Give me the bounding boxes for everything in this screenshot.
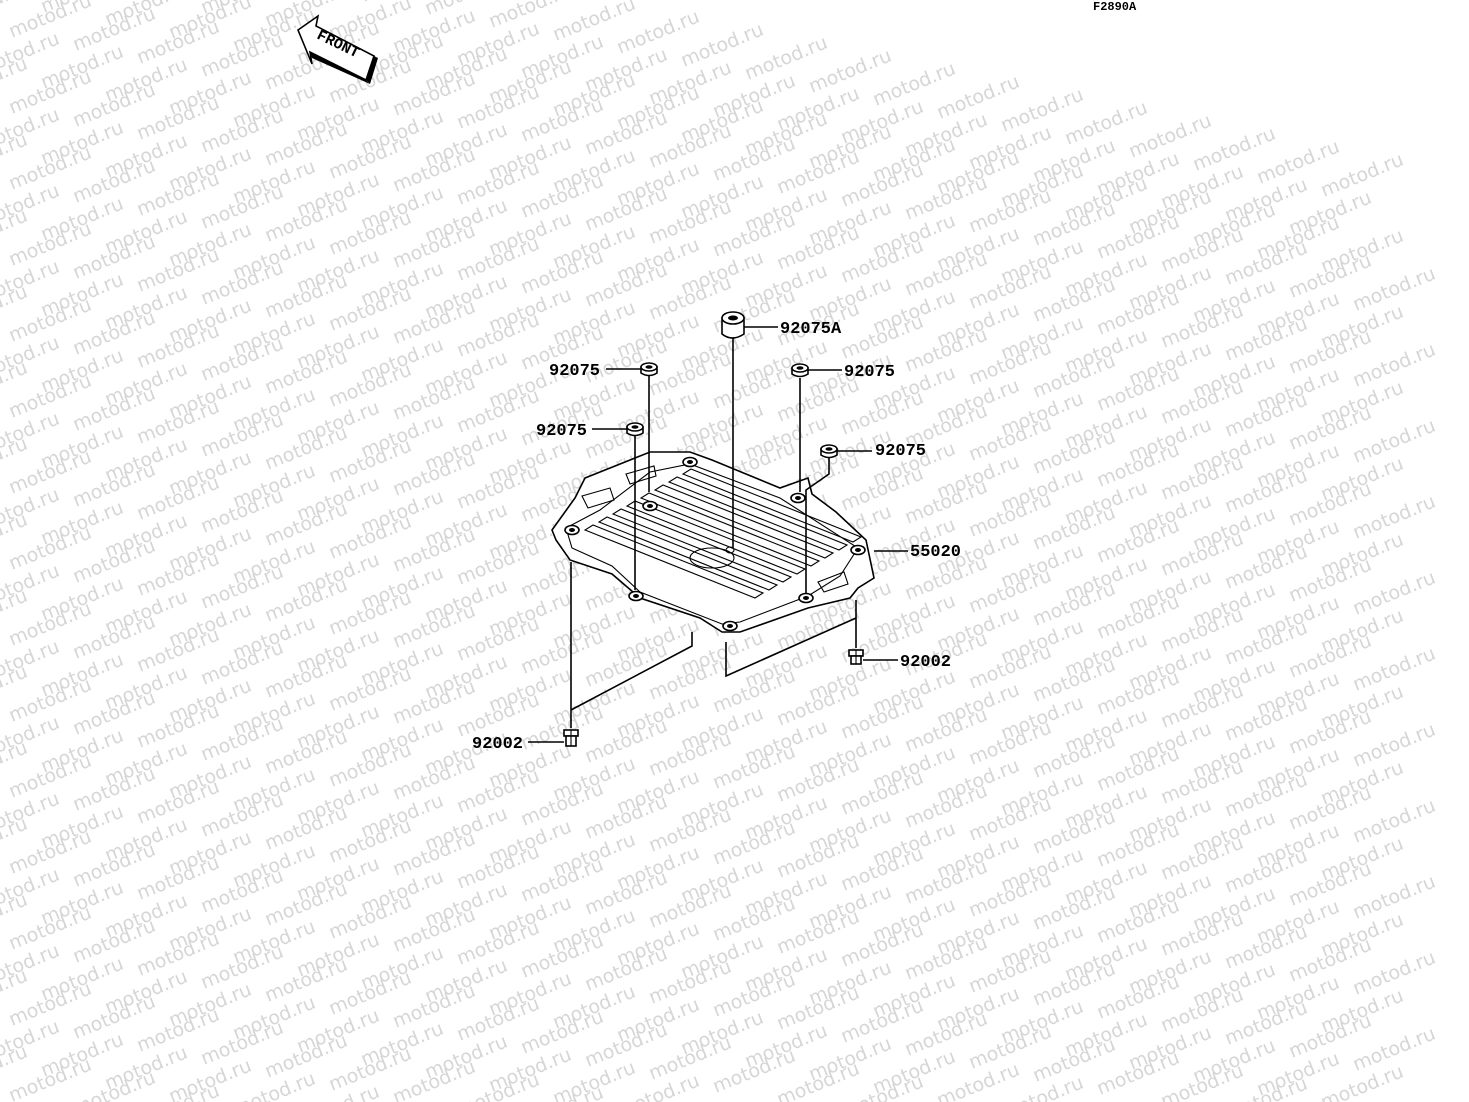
mounting-hole-center bbox=[633, 594, 639, 598]
grommet-92075-icon bbox=[820, 444, 838, 459]
callout-92075-right-mid: 92075 bbox=[875, 442, 926, 461]
mounting-hole-center bbox=[803, 596, 809, 600]
skid-plate-rib bbox=[583, 524, 765, 599]
skid-plate-rib bbox=[681, 468, 863, 543]
skid-plate-part bbox=[551, 451, 875, 633]
mounting-hole-center bbox=[795, 496, 801, 500]
callout-92075a: 92075A bbox=[780, 320, 842, 339]
callout-55020: 55020 bbox=[910, 543, 961, 562]
mounting-hole-center bbox=[647, 504, 653, 508]
skid-plate-ribs bbox=[583, 468, 863, 599]
skid-plate-rib bbox=[611, 508, 793, 583]
mounting-hole-center bbox=[569, 528, 575, 532]
skid-plate-rib bbox=[639, 492, 821, 567]
grommet-92075a-icon bbox=[721, 311, 745, 339]
callout-92075-left-mid: 92075 bbox=[536, 422, 587, 441]
callout-92075-left-top: 92075 bbox=[549, 362, 600, 381]
front-arrow-icon: FRONT bbox=[297, 14, 378, 84]
mounting-holes bbox=[564, 456, 866, 632]
mounting-hole-center bbox=[687, 460, 693, 464]
leader-lines bbox=[528, 326, 908, 743]
grommet-92075-icon bbox=[626, 422, 644, 437]
grommet-92075-icon bbox=[791, 363, 809, 378]
skid-plate-rib bbox=[597, 516, 779, 591]
grommet-92075-icon bbox=[640, 362, 658, 377]
bolt-92002-icon bbox=[563, 729, 579, 747]
figure-code: F2890A bbox=[1093, 0, 1137, 14]
bolt-92002-icon bbox=[848, 649, 864, 665]
callout-92002-left: 92002 bbox=[472, 735, 523, 754]
skid-plate-rib bbox=[625, 500, 807, 575]
mounting-hole-center bbox=[855, 548, 861, 552]
skid-plate-rib bbox=[653, 484, 835, 559]
mounting-hole-center bbox=[727, 624, 733, 628]
callout-92075-right-top: 92075 bbox=[844, 363, 895, 382]
callout-92002-right: 92002 bbox=[900, 653, 951, 672]
skid-plate-rib bbox=[667, 476, 849, 551]
